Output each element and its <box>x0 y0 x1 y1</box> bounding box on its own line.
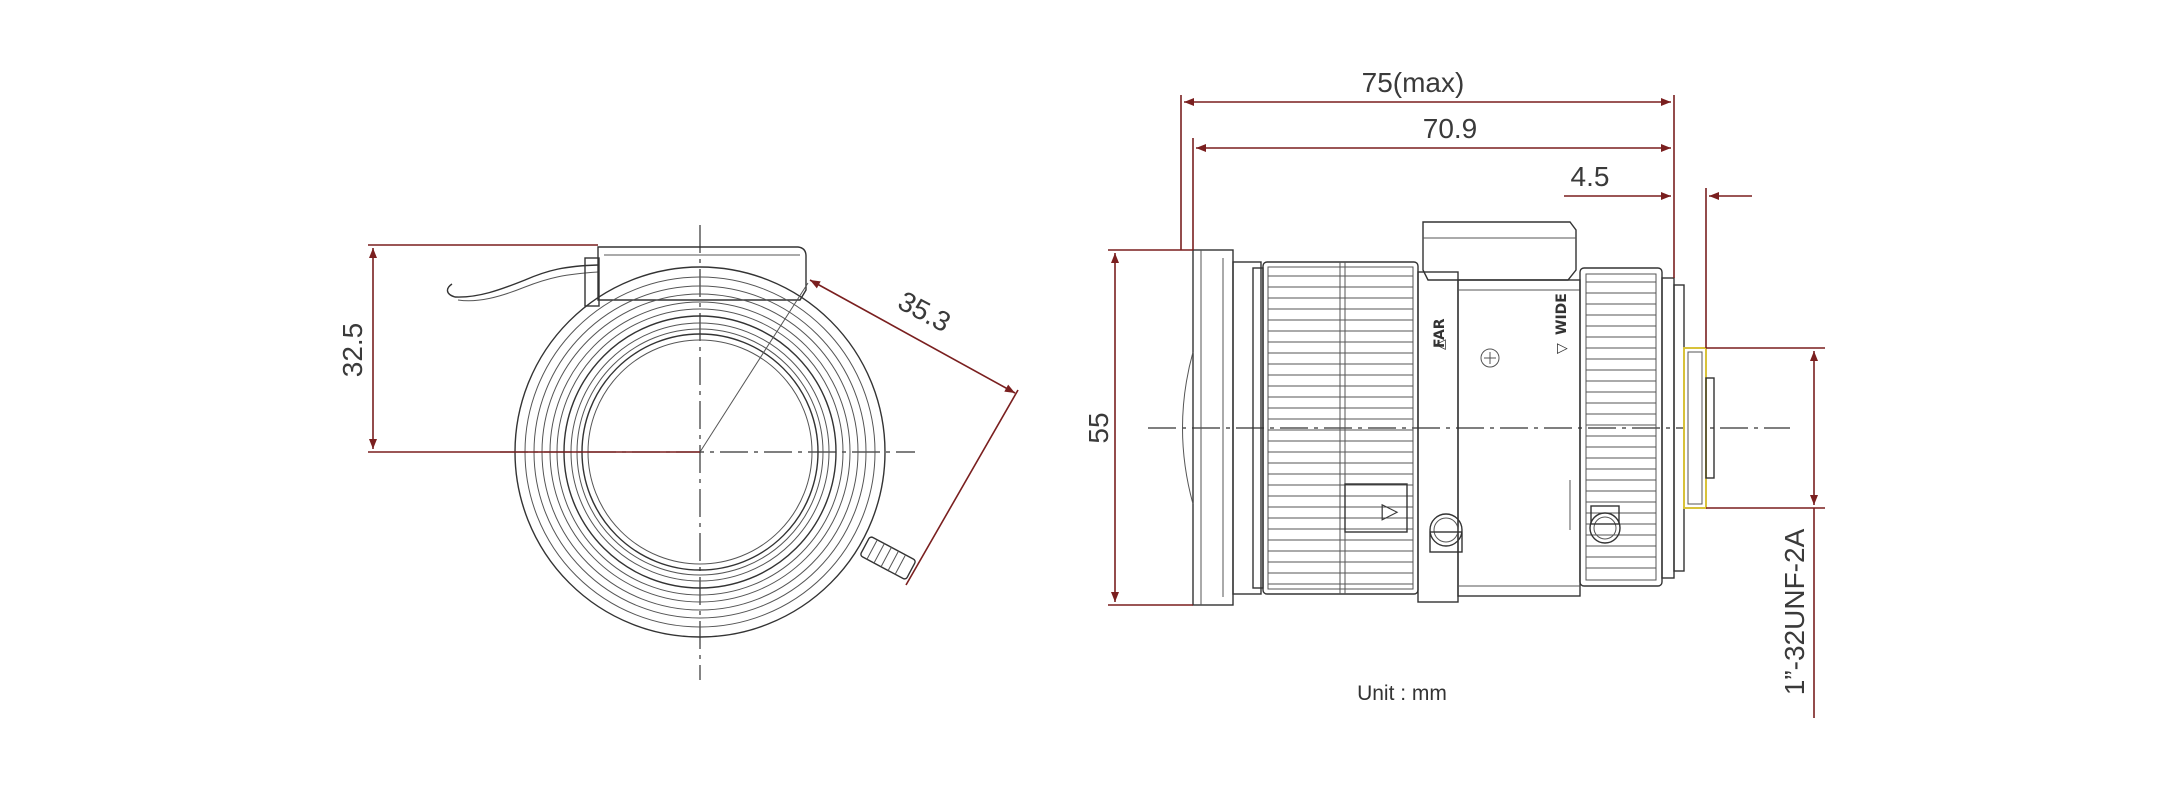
side-top-housing <box>1422 221 1577 281</box>
focus-lock-knob <box>1429 513 1463 553</box>
label-32-5: 32.5 <box>337 323 368 378</box>
iris-cable <box>446 264 599 298</box>
iris-lock-knob <box>860 536 916 580</box>
front-top-housing <box>597 246 807 301</box>
unit-note: Unit : mm <box>1357 682 1447 705</box>
c-mount-thread <box>1683 347 1707 509</box>
dim-outer-diameter <box>1108 249 1193 606</box>
zoom-lock-knob <box>1589 505 1621 544</box>
rear-section <box>1661 277 1715 579</box>
label-mount-thread: 1”-32UNF-2A <box>1779 528 1810 695</box>
label-55: 55 <box>1083 412 1114 443</box>
dim-flange-offset <box>1564 188 1752 348</box>
label-wide: WIDE <box>1554 293 1570 335</box>
screw-icon <box>1480 348 1500 368</box>
dim-mount-thread <box>1706 347 1825 718</box>
label-far: FAR <box>1432 318 1448 348</box>
dim-overall-length <box>1180 95 1675 278</box>
far-arrow-icon: △ <box>1432 339 1448 350</box>
dim-body-length <box>1192 138 1671 250</box>
focus-ring-marker: ▷ <box>1382 498 1399 523</box>
wide-arrow-icon: ▽ <box>1554 343 1570 354</box>
front-view: 32.5 35.3 <box>337 225 1019 680</box>
label-70-9: 70.9 <box>1423 113 1478 144</box>
label-4-5: 4.5 <box>1571 161 1610 192</box>
cable-connector <box>584 257 600 307</box>
label-75-max: 75(max) <box>1362 67 1465 98</box>
zoom-ring <box>1579 267 1663 587</box>
side-view: ▷ FAR △ WIDE ▽ <box>1083 67 1825 718</box>
dim-front-height <box>368 244 700 453</box>
dim-front-diagonal <box>699 279 1019 586</box>
